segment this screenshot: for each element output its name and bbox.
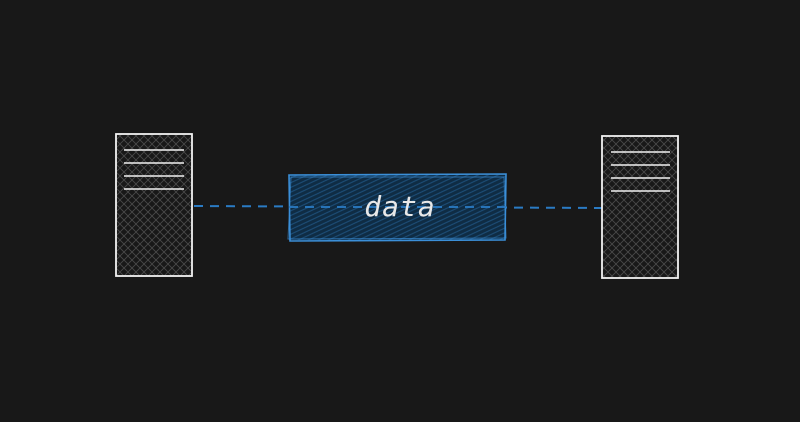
server-rack-icon [124,149,184,190]
dashed-link [193,205,603,209]
packet-label: data [364,190,435,223]
server-right [601,135,679,279]
data-packet: data [287,173,507,242]
server-left [115,133,193,277]
server-rack-icon [611,151,670,192]
